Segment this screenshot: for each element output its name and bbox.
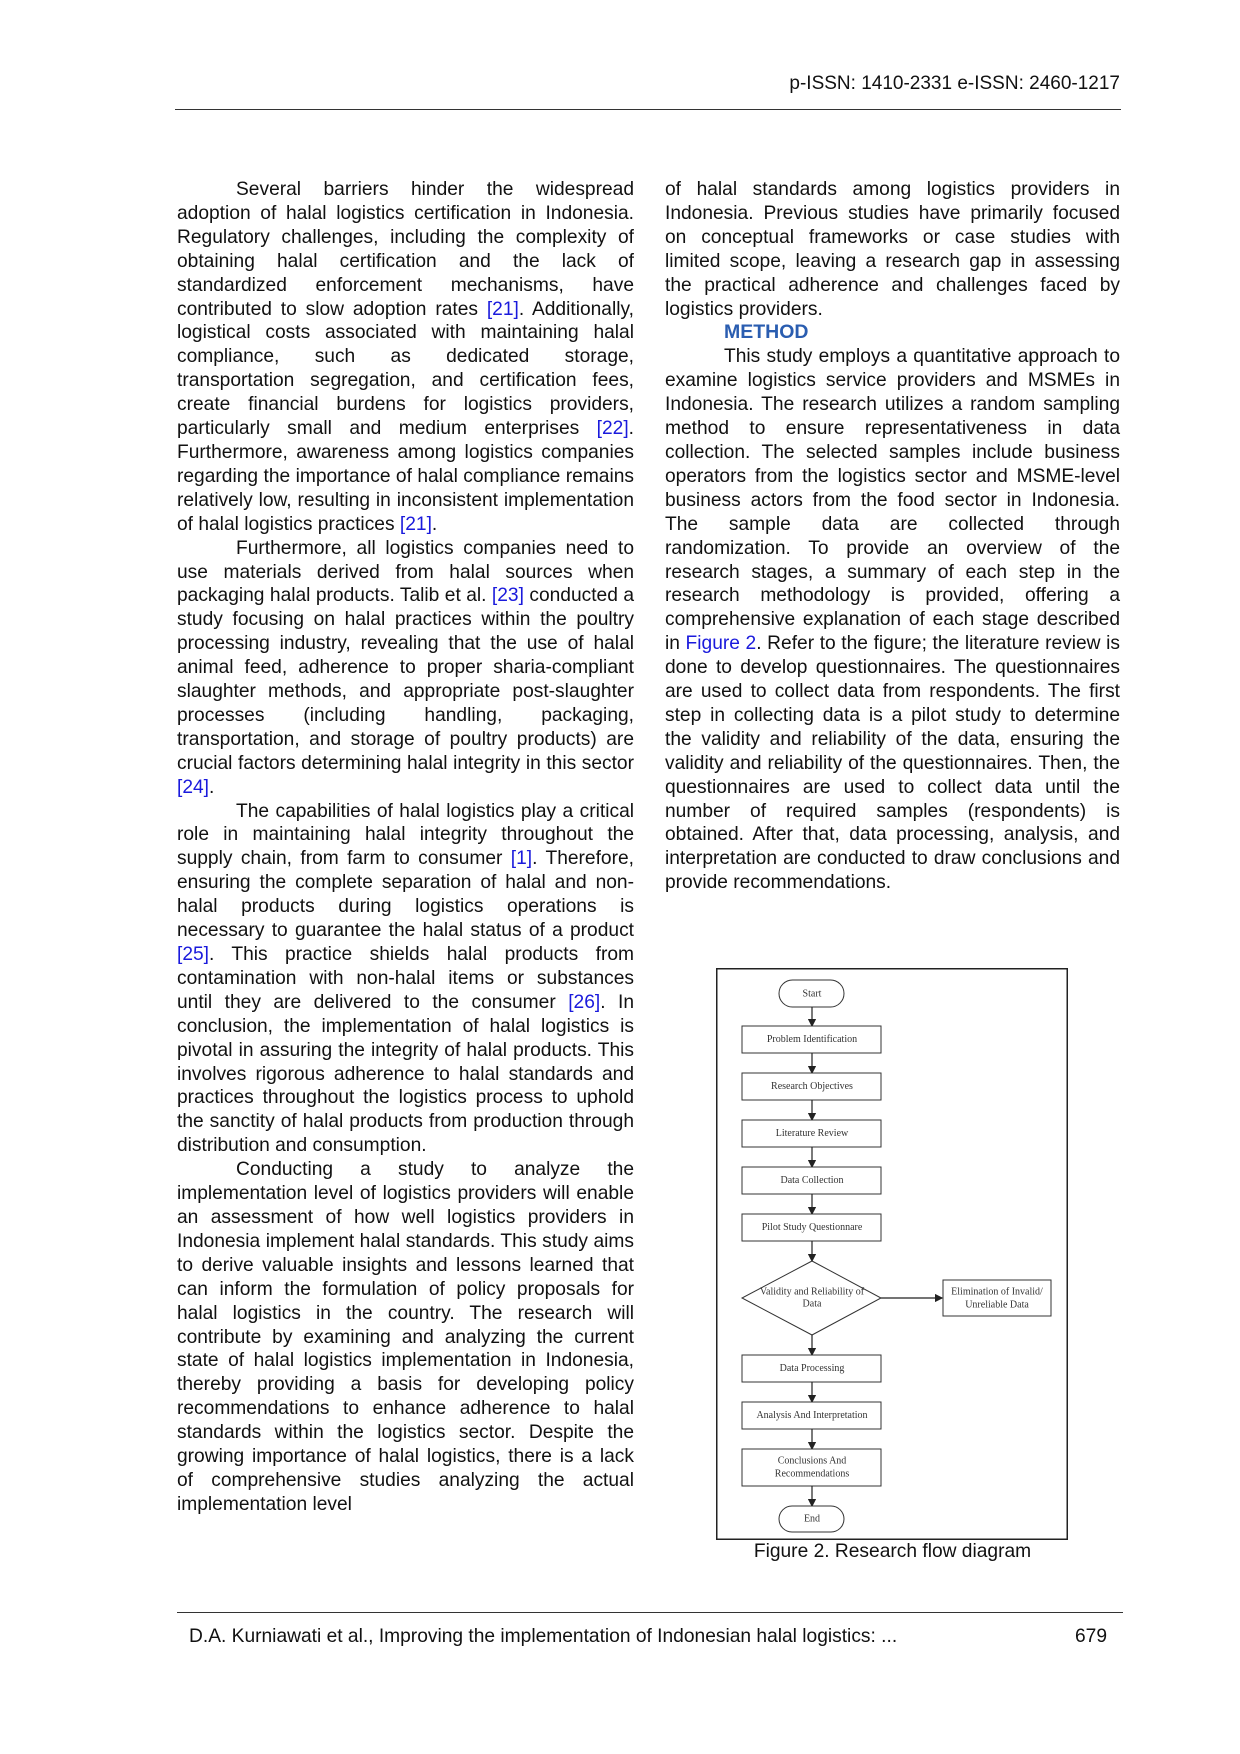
paragraph-text: of halal standards among logistics provi… xyxy=(665,179,1120,320)
elimination-box xyxy=(942,1279,1052,1317)
paragraph: Furthermore, all logistics companies nee… xyxy=(177,537,634,800)
paragraph: Several barriers hinder the widespread a… xyxy=(177,178,634,537)
paragraph-text: The capabilities of halal logistics play… xyxy=(177,800,634,870)
paragraph-text: conducted a study focusing on halal prac… xyxy=(177,585,634,774)
process-box xyxy=(741,1354,882,1383)
process-label: Data Collection xyxy=(780,1175,843,1186)
process-label: Analysis And Interpretation xyxy=(756,1410,867,1421)
paragraph-text: . Furthermore, awareness among logistics… xyxy=(177,418,634,535)
start-label: Start xyxy=(803,988,822,999)
paragraph: This study employs a quantitative approa… xyxy=(665,345,1120,895)
paragraph: The capabilities of halal logistics play… xyxy=(177,800,634,1159)
decision-label: Data xyxy=(803,1298,822,1309)
paragraph-text: . In conclusion, the implementation of h… xyxy=(177,991,634,1157)
paragraph-text: . Refer to the figure; the literature re… xyxy=(665,633,1120,894)
process-label: Recommendations xyxy=(775,1468,850,1479)
paragraph-text: . xyxy=(431,513,438,535)
figure-frame xyxy=(716,968,1068,1540)
citation-link[interactable]: Figure 2 xyxy=(685,633,757,655)
process-label: Literature Review xyxy=(776,1128,849,1139)
paragraph: Conducting a study to analyze the implem… xyxy=(177,1158,634,1517)
paragraph-text: This study employs a quantitative approa… xyxy=(665,346,1120,655)
elimination-label: Elimination of Invalid/ xyxy=(951,1286,1043,1297)
citation-link[interactable]: [21] xyxy=(399,513,432,535)
process-box xyxy=(741,1166,882,1195)
citation-link[interactable]: [25] xyxy=(177,944,210,965)
end-label: End xyxy=(804,1513,820,1524)
process-box xyxy=(741,1448,882,1487)
citation-link[interactable]: [1] xyxy=(510,848,533,870)
paragraph-text: . xyxy=(209,776,215,798)
paragraph-text: Furthermore, all logistics companies nee… xyxy=(177,537,634,607)
section-heading-method: METHOD xyxy=(724,321,809,344)
left-column: Several barriers hinder the widespread a… xyxy=(177,178,634,1517)
page-number: 679 xyxy=(1075,1626,1108,1647)
process-box xyxy=(741,1072,882,1101)
process-label: Conclusions And xyxy=(778,1455,847,1466)
paragraph-text: . Therefore, ensuring the complete separ… xyxy=(177,848,634,942)
citation-link[interactable]: [26] xyxy=(568,991,601,1013)
process-label: Problem Identification xyxy=(767,1034,857,1045)
citation-link[interactable]: [22] xyxy=(596,418,629,440)
elimination-label: Unreliable Data xyxy=(965,1299,1029,1310)
journal-issn: p-ISSN: 1410-2331 e-ISSN: 2460-1217 xyxy=(789,73,1120,94)
process-box xyxy=(741,1025,882,1054)
paragraph-text: Conducting a study to analyze the implem… xyxy=(177,1159,634,1515)
paragraph-text: . This practice shields halal products f… xyxy=(177,944,634,1013)
paragraph-text: Several barriers hinder the widespread a… xyxy=(177,179,634,320)
footer-divider xyxy=(177,1612,1123,1613)
process-label: Research Objectives xyxy=(771,1081,853,1092)
process-label: Pilot Study Questionnare xyxy=(762,1222,863,1233)
process-label: Data Processing xyxy=(780,1363,845,1374)
paragraph-text: . Additionally, logistical costs associa… xyxy=(177,298,634,440)
citation-link[interactable]: [24] xyxy=(177,776,210,798)
header-divider xyxy=(175,109,1121,110)
right-column: of halal standards among logistics provi… xyxy=(665,178,1120,895)
end-terminal xyxy=(778,1505,845,1533)
footer-citation: D.A. Kurniawati et al., Improving the im… xyxy=(189,1626,898,1647)
paragraph: of halal standards among logistics provi… xyxy=(665,178,1120,321)
process-box xyxy=(741,1119,882,1148)
decision-label: Validity and Reliability of xyxy=(760,1286,865,1297)
figure-caption: Figure 2. Research flow diagram xyxy=(753,1541,1032,1562)
citation-link[interactable]: [23] xyxy=(491,585,524,607)
citation-link[interactable]: [21] xyxy=(486,298,519,320)
